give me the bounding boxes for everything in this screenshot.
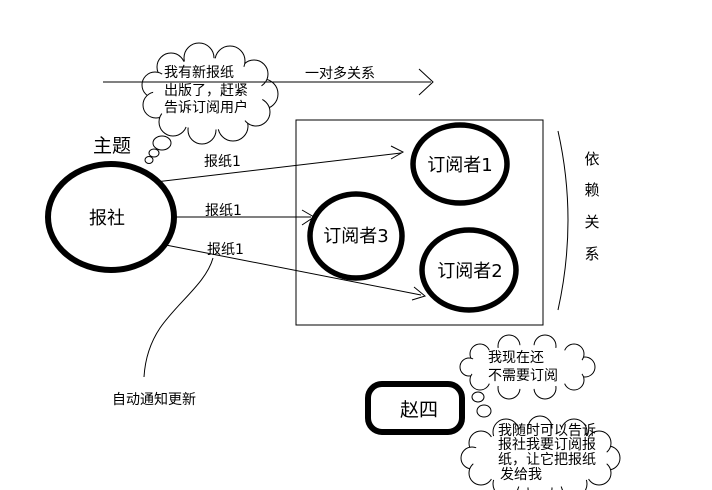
- arrowhead-right-icon: [418, 68, 434, 96]
- arrowhead-icon: [411, 286, 427, 301]
- thought-line: 我有新报纸: [164, 65, 234, 81]
- edge-label-newspaper-3: 报纸1: [207, 242, 244, 258]
- publisher-node: [45, 161, 177, 273]
- person-node: [365, 381, 465, 435]
- subscriber-node-2: [419, 227, 519, 313]
- person-thought-trail-bubbles: [471, 391, 492, 418]
- dependency-char: 系: [584, 245, 599, 263]
- notify-edge-1: [129, 145, 405, 186]
- subscribers-box: [295, 119, 544, 326]
- one-to-many-label: 一对多关系: [305, 65, 375, 82]
- thought-line: 告诉订阅用户: [164, 99, 248, 116]
- person-thought-bubble-now: 我现在还 不需要订阅: [459, 334, 596, 400]
- edge-label-newspaper-1: 报纸1: [204, 154, 241, 170]
- dependency-label: 依 赖 关 系: [584, 150, 599, 263]
- dependency-char: 关: [584, 213, 599, 231]
- one-to-many-arrow: [103, 68, 434, 96]
- person-label: 赵四: [400, 399, 438, 421]
- thought-line: 我现在还: [488, 350, 544, 366]
- subscriber-node-3: [307, 191, 405, 281]
- thought-line: 我随时可以告诉: [498, 423, 596, 439]
- subscriber-label-3: 订阅者3: [323, 226, 388, 247]
- edge-label-newspaper-2: 报纸1: [205, 203, 242, 219]
- auto-notify-label: 自动通知更新: [112, 391, 196, 408]
- subject-label: 主题: [93, 135, 131, 157]
- subscriber-label-1: 订阅者1: [427, 155, 492, 176]
- auto-notify-curve: [143, 257, 214, 378]
- thought-line: 发给我: [500, 467, 542, 483]
- thought-trail-bubbles: [144, 135, 172, 164]
- dependency-char: 依: [584, 150, 599, 168]
- arrowhead-icon: [301, 209, 315, 226]
- arrowhead-icon: [390, 145, 405, 160]
- thought-line: 出版了，赶紧: [164, 83, 248, 99]
- notify-edge-3: [129, 237, 427, 301]
- thought-line: 报社我要订阅报: [498, 437, 596, 453]
- dependency-brace: [557, 130, 569, 311]
- thought-line: 不需要订阅: [488, 368, 558, 384]
- publisher-label: 报社: [89, 208, 125, 229]
- subscriber-node-1: [410, 122, 510, 206]
- dependency-char: 赖: [584, 181, 599, 199]
- thought-line: 纸，让它把报纸: [498, 451, 596, 468]
- publisher-thought-text: 我有新报纸 出版了，赶紧 告诉订阅用户: [164, 65, 248, 116]
- subscriber-label-2: 订阅者2: [437, 261, 502, 282]
- person-thought-bubble-future: 我随时可以告诉 报社我要订阅报 纸，让它把报纸 发给我: [460, 415, 621, 490]
- publisher-thought-bubble: [141, 42, 279, 145]
